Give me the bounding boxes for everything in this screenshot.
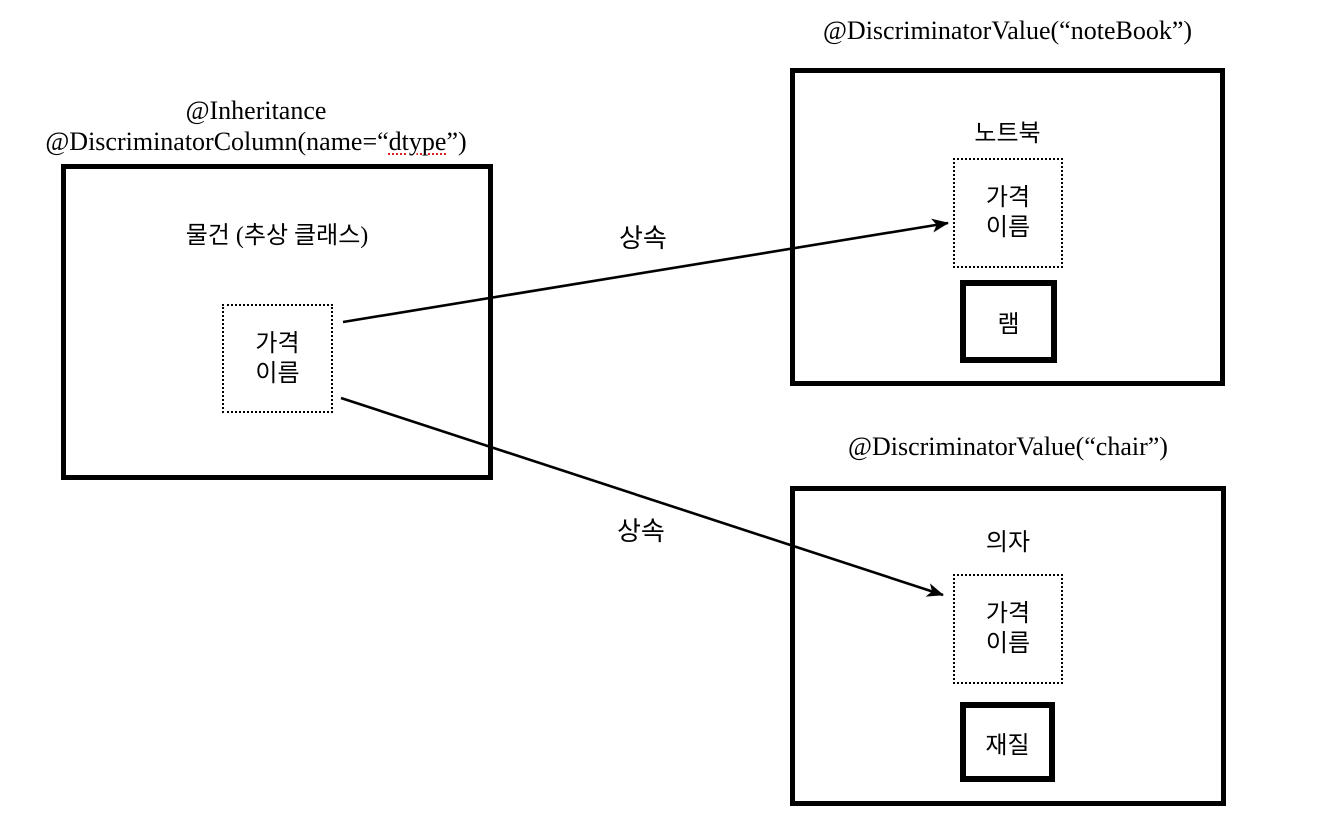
chair-entity-title: 의자 bbox=[985, 530, 1031, 556]
chair-field-material: 재질 bbox=[985, 732, 1030, 759]
parent-entity-title: 물건 (추상 클래스) bbox=[185, 223, 369, 249]
notebook-entity-box: 노트북 가격 이름 램 bbox=[790, 68, 1225, 386]
arrow-label-top: 상속 bbox=[619, 224, 667, 253]
discriminator-column-prefix: @DiscriminatorColumn(name=“ bbox=[45, 126, 389, 156]
notebook-annotation: @DiscriminatorValue(“noteBook”) bbox=[822, 16, 1193, 45]
discriminator-column-suffix: ”) bbox=[446, 126, 467, 156]
discriminator-column-annotation: @DiscriminatorColumn(name=“dtype”) bbox=[0, 127, 512, 158]
parent-entity-box: 물건 (추상 클래스) 가격 이름 bbox=[61, 164, 493, 480]
parent-field-name: 이름 bbox=[255, 360, 300, 387]
parent-field-price: 가격 bbox=[255, 330, 300, 357]
chair-inherited-fields-box: 가격 이름 bbox=[953, 574, 1063, 684]
parent-annotation: @Inheritance @DiscriminatorColumn(name=“… bbox=[0, 96, 512, 157]
chair-field-price: 가격 bbox=[985, 601, 1031, 627]
chair-annotation: @DiscriminatorValue(“chair”) bbox=[848, 432, 1168, 461]
inheritance-annotation: @Inheritance bbox=[185, 96, 327, 125]
notebook-own-field-box: 램 bbox=[960, 280, 1057, 363]
notebook-field-name: 이름 bbox=[985, 215, 1031, 241]
notebook-entity-title: 노트북 bbox=[974, 121, 1041, 147]
chair-own-field-box: 재질 bbox=[960, 702, 1055, 782]
notebook-inherited-fields-box: 가격 이름 bbox=[953, 158, 1063, 268]
notebook-field-price: 가격 bbox=[985, 185, 1031, 211]
discriminator-column-dtype-misspelled: dtype bbox=[388, 126, 447, 156]
notebook-field-ram: 램 bbox=[997, 312, 1020, 338]
parent-inherited-fields-box: 가격 이름 bbox=[222, 304, 333, 413]
chair-entity-box: 의자 가격 이름 재질 bbox=[790, 486, 1226, 806]
chair-field-name: 이름 bbox=[985, 631, 1031, 657]
arrow-label-bottom: 상속 bbox=[617, 517, 665, 546]
